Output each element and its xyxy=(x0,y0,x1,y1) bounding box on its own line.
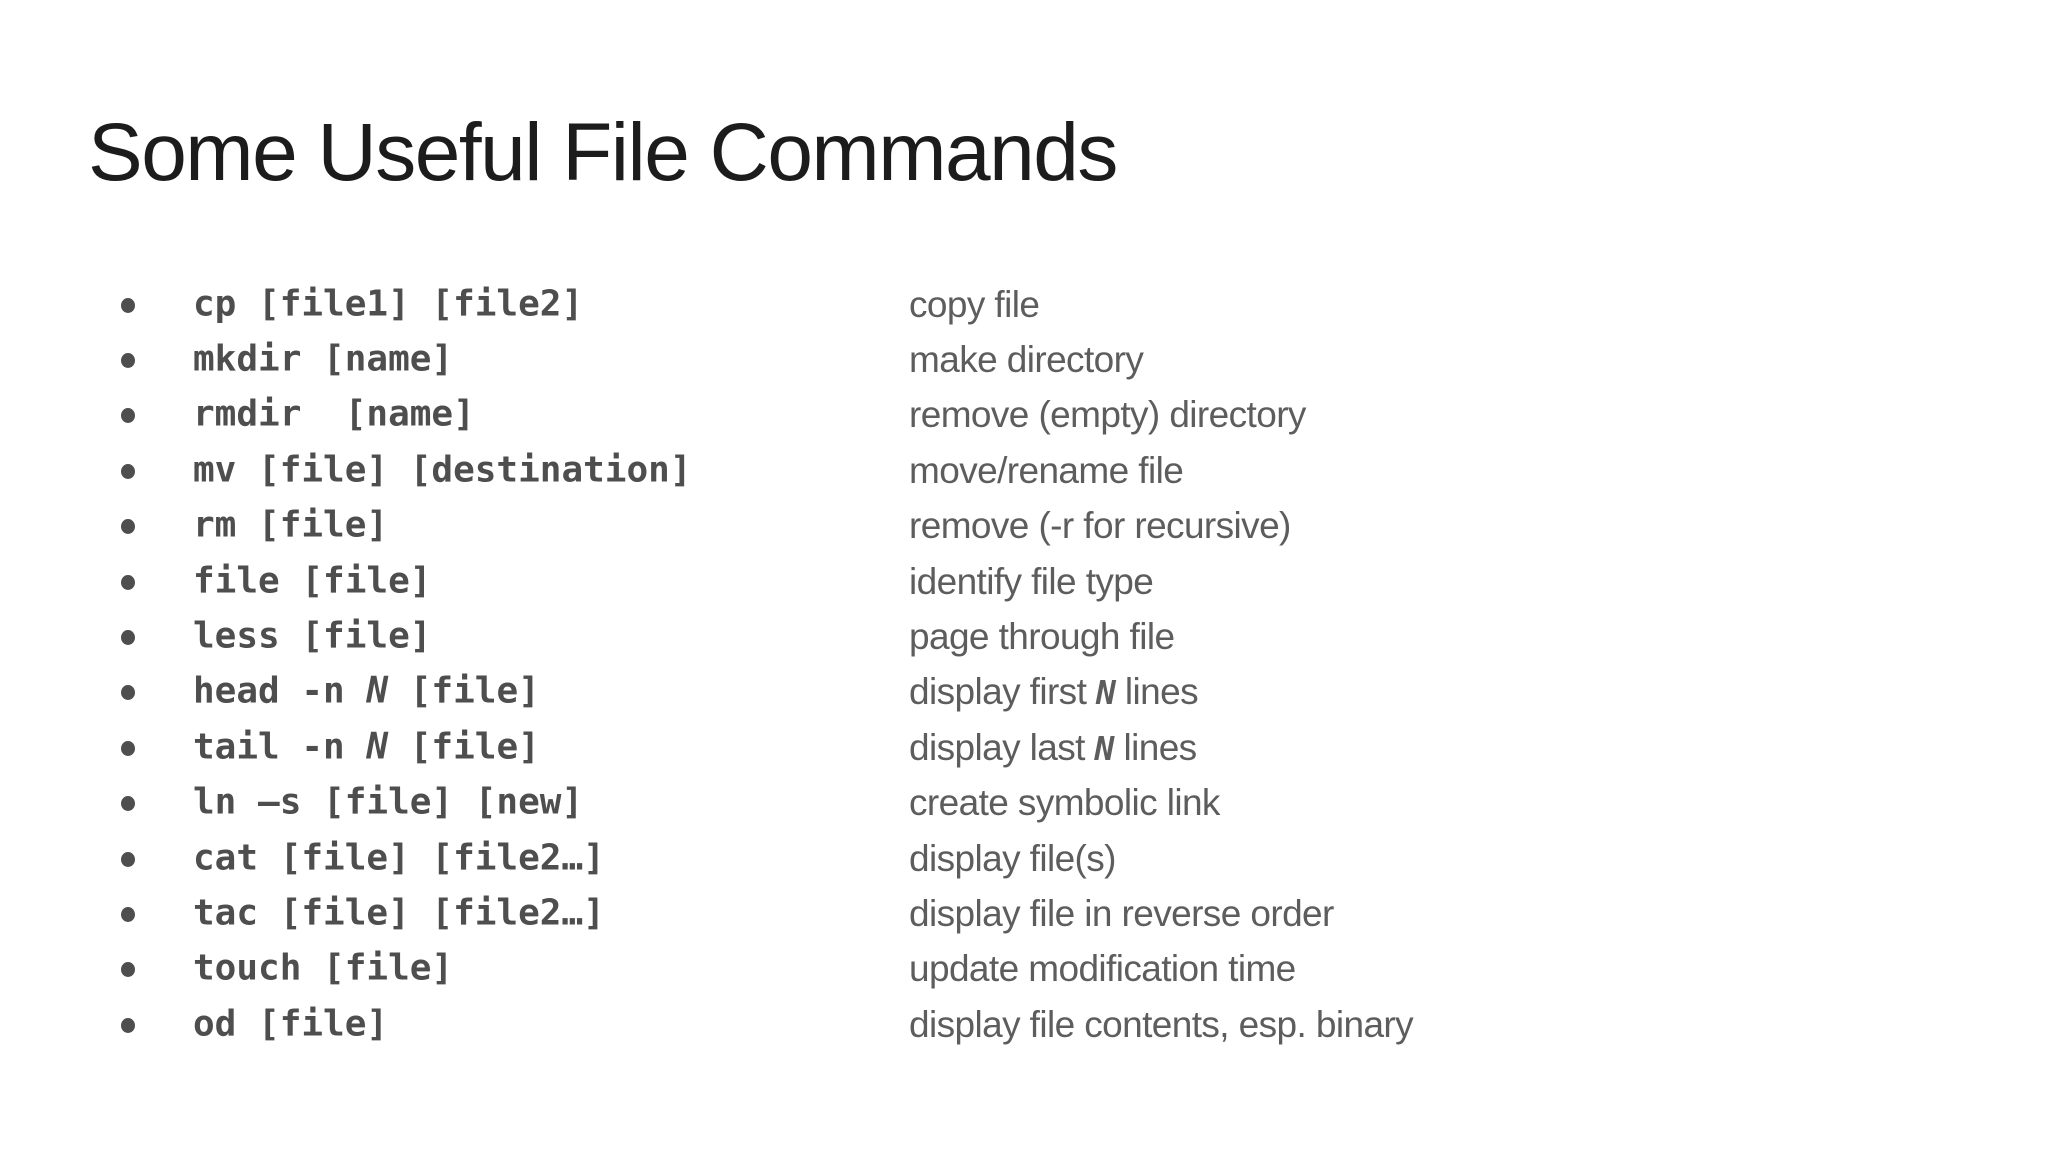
command-emphasis: N xyxy=(366,670,389,712)
description-emphasis: N xyxy=(1094,728,1115,768)
bullet-icon xyxy=(121,906,135,922)
description-text: remove (-r for recursive) xyxy=(909,507,1291,544)
description-pre: display file(s) xyxy=(909,837,1117,879)
description-post: lines xyxy=(1113,726,1197,768)
description-text: move/rename file xyxy=(909,449,1184,491)
command-pre: tac [file] [file2…] xyxy=(193,892,605,934)
bullet-icon xyxy=(121,297,135,313)
command-text: cp [file1] [file2] xyxy=(193,282,584,324)
command-post: [file] xyxy=(388,670,540,712)
command-text: mkdir [name] xyxy=(193,341,453,377)
description-text: copy file xyxy=(909,283,1040,325)
list-item: od [file] display file contents, esp. bin… xyxy=(0,997,2048,1052)
description-pre: display file in reverse order xyxy=(909,892,1334,934)
command-text: head -n N [file] xyxy=(193,670,540,712)
description-pre: make directory xyxy=(909,338,1144,380)
bullet-icon xyxy=(121,463,135,479)
bullet-icon xyxy=(121,574,135,590)
command-pre: mkdir [name] xyxy=(193,338,454,380)
list-item: tac [file] [file2…] display file in rever… xyxy=(0,886,2048,941)
description-text: display last N lines xyxy=(909,729,1197,766)
description-pre: copy file xyxy=(909,283,1040,325)
command-pre: mv [file] [destination] xyxy=(193,449,692,491)
description-pre: move/rename file xyxy=(909,449,1184,491)
command-pre: rmdir [name] xyxy=(193,393,475,435)
bullet-icon xyxy=(121,685,135,701)
command-text: rmdir [name] xyxy=(193,393,475,435)
list-item: rmdir [name] remove (empty) directory xyxy=(0,388,2048,443)
description-pre: display first xyxy=(909,671,1096,713)
list-item: less [file] page through file xyxy=(0,609,2048,664)
list-item: file [file] identify file type xyxy=(0,554,2048,609)
command-text: mv [file] [destination] xyxy=(193,452,692,488)
bullet-icon xyxy=(121,630,135,646)
command-pre: cat [file] [file2…] xyxy=(193,836,605,878)
command-text: od [file] xyxy=(193,1006,388,1042)
description-text: display file in reverse order xyxy=(909,895,1334,932)
description-text: update modification time xyxy=(909,950,1296,987)
bullet-icon xyxy=(121,1017,135,1033)
command-text: cat [file] [file2…] xyxy=(193,836,605,878)
description-pre: display last xyxy=(909,726,1095,768)
description-text: page through file xyxy=(909,615,1175,657)
command-text: rm [file] xyxy=(193,504,389,546)
command-pre: touch [file] xyxy=(193,947,454,989)
command-text: less [file] xyxy=(193,618,431,654)
description-pre: create symbolic link xyxy=(909,781,1220,823)
command-text: touch [file] xyxy=(193,947,454,989)
list-item: ln –s [file] [new] create symbolic link xyxy=(0,776,2048,831)
bullet-icon xyxy=(121,353,135,369)
command-text: ln –s [file] [new] xyxy=(193,784,583,820)
description-pre: display file contents, esp. binary xyxy=(909,1003,1414,1045)
description-text: create symbolic link xyxy=(909,784,1220,821)
bullet-icon xyxy=(121,962,135,978)
command-pre: od [file] xyxy=(193,1003,389,1045)
bullet-icon xyxy=(121,851,135,867)
command-post: [file] xyxy=(388,726,540,768)
command-pre: rm [file] xyxy=(193,504,389,546)
bullet-icon xyxy=(121,740,135,756)
command-pre: less [file] xyxy=(193,615,432,657)
description-text: display file contents, esp. binary xyxy=(909,1003,1414,1045)
description-text: identify file type xyxy=(909,560,1154,602)
bullet-icon xyxy=(121,519,135,535)
command-pre: tail -n xyxy=(193,726,367,768)
command-pre: head -n xyxy=(193,670,367,712)
description-pre: page through file xyxy=(909,615,1175,657)
list-item: mkdir [name] make directory xyxy=(0,332,2048,387)
description-text: make directory xyxy=(909,338,1144,380)
description-text: display first N lines xyxy=(909,671,1199,713)
list-item: mv [file] [destination] move/rename file xyxy=(0,443,2048,498)
list-item: rm [file] remove (-r for recursive) xyxy=(0,499,2048,554)
list-item: cat [file] [file2…] display file(s) xyxy=(0,831,2048,886)
command-pre: cp [file1] [file2] xyxy=(193,282,584,324)
description-post: lines xyxy=(1115,671,1199,713)
description-emphasis: N xyxy=(1095,673,1116,713)
command-emphasis: N xyxy=(366,726,389,768)
description-text: remove (empty) directory xyxy=(909,396,1306,433)
description-pre: identify file type xyxy=(909,560,1154,602)
command-text: file [file] xyxy=(193,559,432,601)
description-pre: remove (empty) directory xyxy=(909,394,1306,436)
list-item: cp [file1] [file2] copy file xyxy=(0,277,2048,332)
command-text: tail -n N [file] xyxy=(193,729,540,765)
command-pre: ln –s [file] [new] xyxy=(193,781,584,823)
description-pre: remove (-r for recursive) xyxy=(909,505,1291,547)
description-text: display file(s) xyxy=(909,837,1117,879)
description-pre: update modification time xyxy=(909,948,1296,990)
list-item: tail -n N [file] display last N lines xyxy=(0,720,2048,775)
list-item: head -n N [file] display first N lines xyxy=(0,665,2048,720)
bullet-icon xyxy=(121,408,135,424)
command-text: tac [file] [file2…] xyxy=(193,895,605,931)
bullet-icon xyxy=(121,796,135,812)
command-pre: file [file] xyxy=(193,559,432,601)
list-item: touch [file] update modification time xyxy=(0,942,2048,997)
page-title: Some Useful File Commands xyxy=(88,107,1118,198)
